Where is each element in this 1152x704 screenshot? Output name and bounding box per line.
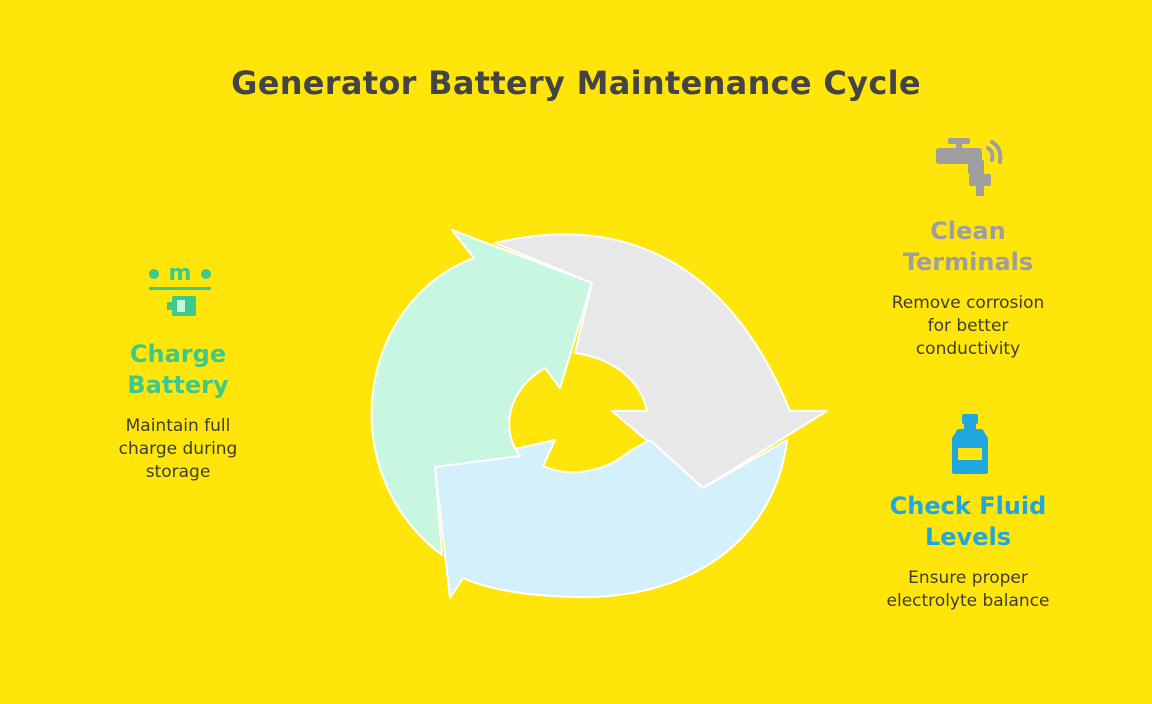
step-clean-terminals: Clean Terminals Remove corrosion for bet… [858, 216, 1078, 361]
step-description-charge-battery: Maintain full charge during storage [118, 416, 238, 482]
diagram-title: Generator Battery Maintenance Cycle [231, 64, 921, 102]
cycle-segment-charge-battery [370, 229, 593, 556]
battery-charger-icon: m [149, 262, 211, 316]
step-check-fluid-levels: Check Fluid Levels Ensure proper electro… [858, 491, 1078, 613]
svg-text:m: m [169, 262, 192, 286]
step-title-clean-terminals: Clean Terminals [902, 217, 1034, 276]
cycle-segment-check-fluid-levels [434, 439, 788, 599]
faucet-icon [936, 138, 1003, 196]
fluid-bottle-icon [952, 414, 988, 474]
step-description-check-fluid-levels: Ensure proper electrolyte balance [886, 568, 1050, 611]
step-title-check-fluid-levels: Check Fluid Levels [889, 492, 1047, 551]
step-charge-battery: Charge Battery Maintain full charge duri… [88, 339, 268, 484]
step-title-charge-battery: Charge Battery [127, 340, 229, 399]
cycle-segment-clean-terminals [494, 233, 828, 489]
step-description-clean-terminals: Remove corrosion for better conductivity [891, 293, 1045, 359]
